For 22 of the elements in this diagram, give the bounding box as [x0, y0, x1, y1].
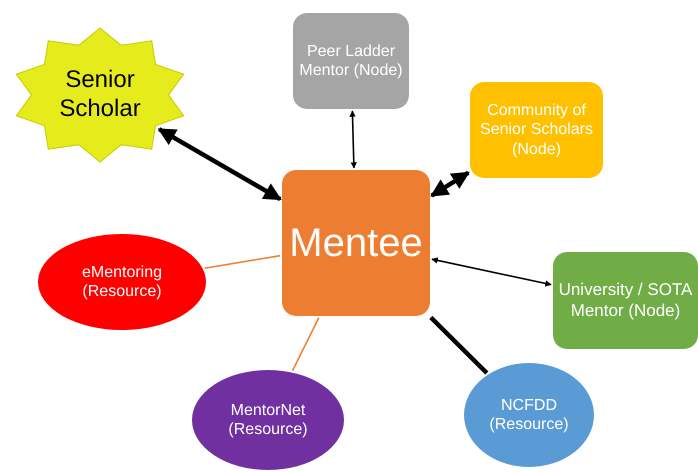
rounded-box	[553, 252, 698, 349]
rounded-box	[282, 170, 430, 316]
connector	[292, 317, 320, 372]
node-label: MentorNet (Resource)	[227, 400, 309, 440]
connector	[430, 170, 470, 198]
node-label: eMentoring (Resource)	[80, 262, 164, 302]
ellipse-shape	[38, 234, 206, 330]
connector	[204, 254, 280, 270]
node-label: NCFDD (Resource)	[488, 396, 570, 434]
ellipse-shape	[192, 370, 344, 470]
node-label: Community of Senior Scholars (Node)	[479, 101, 594, 159]
connector	[158, 127, 282, 202]
node-label: Senior Scholar	[58, 66, 142, 124]
connector	[349, 110, 357, 169]
connector	[431, 257, 552, 287]
rounded-box	[470, 82, 603, 178]
connector	[429, 316, 488, 375]
ellipse-shape	[464, 363, 594, 467]
node-label: Peer Ladder Mentor (Node)	[298, 42, 404, 80]
node-label: University / SOTA Mentor (Node)	[558, 280, 694, 321]
node-label: Mentee	[289, 220, 423, 267]
rounded-box	[293, 13, 409, 109]
